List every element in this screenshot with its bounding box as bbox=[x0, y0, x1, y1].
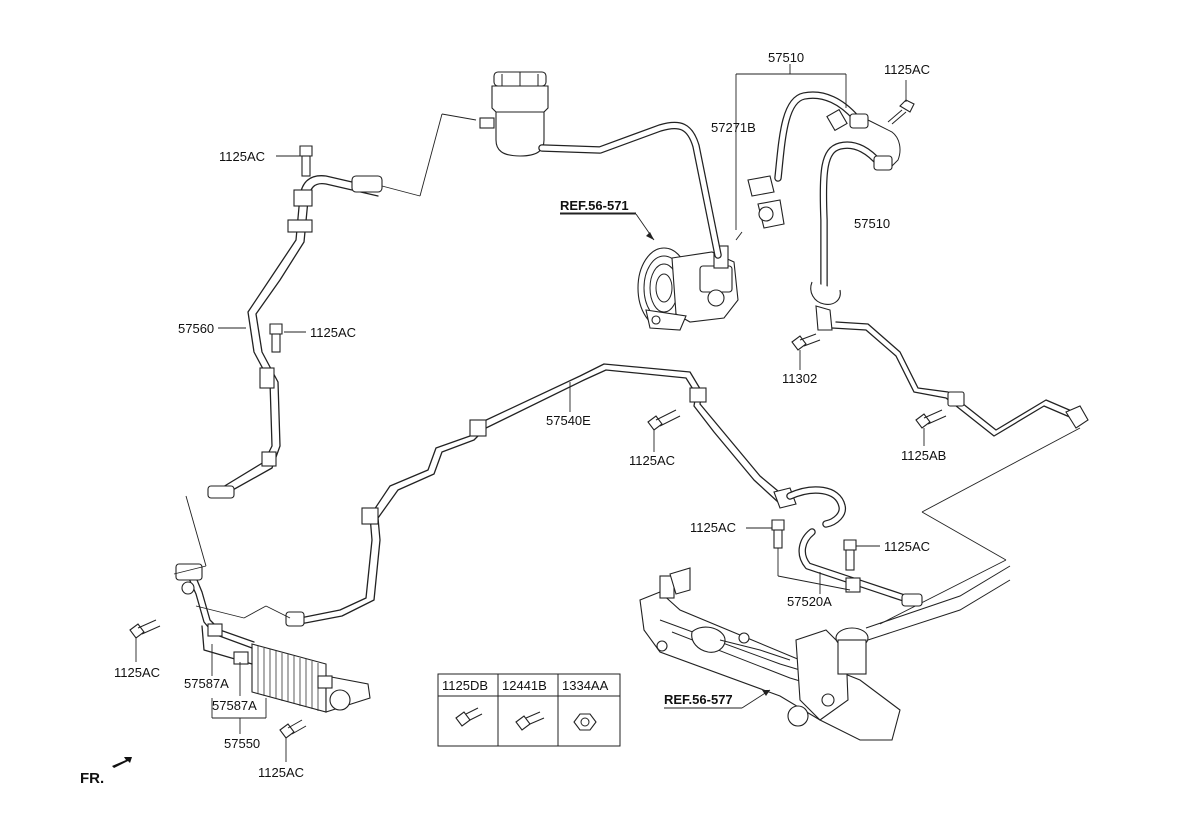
cooler-tube-57540e bbox=[285, 363, 847, 627]
front-arrow-icon bbox=[112, 757, 132, 768]
label-57510-right: 57510 bbox=[854, 216, 890, 231]
label-57587a-2: 57587A bbox=[212, 698, 257, 713]
screw-icon bbox=[515, 711, 545, 731]
ref-arrow-pump bbox=[560, 213, 655, 241]
bolt-1125ac-center bbox=[647, 409, 681, 431]
return-hose-57560 bbox=[207, 175, 383, 499]
label-1125ac-bottomleft: 1125AC bbox=[114, 665, 160, 680]
steering-gear-rack bbox=[639, 565, 1011, 741]
legend-header-1125db: 1125DB bbox=[442, 678, 488, 693]
label-57550: 57550 bbox=[224, 736, 260, 751]
label-57510-top: 57510 bbox=[768, 50, 804, 65]
label-1125ac-topleft: 1125AC bbox=[219, 149, 265, 164]
label-1125ac-bottom: 1125AC bbox=[258, 765, 304, 780]
ref-label-rack: REF.56-577 bbox=[664, 692, 733, 707]
reservoir-tank bbox=[479, 71, 549, 157]
rack-hose-57520a bbox=[798, 528, 923, 607]
label-1125ac-rack-right: 1125AC bbox=[884, 539, 930, 554]
label-1125ab: 1125AB bbox=[901, 448, 946, 463]
fastener-legend-table: 1125DB 12441B 1334AA bbox=[437, 673, 621, 747]
bolt-11302 bbox=[791, 333, 821, 351]
legend-header-12441b: 12441B bbox=[502, 678, 547, 693]
front-orientation-label: FR. bbox=[80, 770, 104, 787]
bolt-1125ac-topleft bbox=[299, 145, 313, 177]
bolt-1125ab bbox=[915, 409, 947, 429]
bolt-1125ac-left-mid bbox=[269, 323, 283, 353]
connection-lines bbox=[173, 113, 477, 619]
label-57271b: 57271B bbox=[711, 120, 756, 135]
ref-label-pump: REF.56-571 bbox=[560, 198, 629, 213]
label-11302: 11302 bbox=[782, 371, 817, 386]
hex-nut-icon bbox=[573, 713, 597, 731]
reservoir-suction-hose bbox=[538, 121, 722, 259]
bolt-1125ac-rack-left bbox=[771, 519, 785, 549]
label-57560: 57560 bbox=[178, 321, 214, 336]
label-1125ac-center: 1125AC bbox=[629, 453, 675, 468]
ref-arrow-rack bbox=[664, 689, 771, 709]
pressure-hose-57510 bbox=[735, 91, 901, 331]
label-1125ac-rack-left: 1125AC bbox=[690, 520, 736, 535]
label-1125ac-left-mid: 1125AC bbox=[310, 325, 356, 340]
power-steering-pump bbox=[637, 245, 739, 331]
bolt-1125ac-rack-right bbox=[843, 539, 857, 571]
flange-bolt-icon bbox=[455, 707, 483, 727]
bolt-1125ac-bottom bbox=[279, 719, 307, 739]
bolt-1125ac-topright bbox=[887, 99, 915, 125]
label-57587a-1: 57587A bbox=[184, 676, 229, 691]
leader-lines bbox=[135, 64, 925, 762]
label-57520a: 57520A bbox=[787, 594, 832, 609]
label-57540e: 57540E bbox=[546, 413, 591, 428]
oil-cooler-57550 bbox=[175, 563, 371, 713]
return-line-11302 bbox=[831, 321, 1089, 625]
label-1125ac-topright: 1125AC bbox=[884, 62, 930, 77]
legend-header-1334aa: 1334AA bbox=[562, 678, 609, 693]
bolt-1125ac-bottomleft bbox=[129, 619, 161, 639]
